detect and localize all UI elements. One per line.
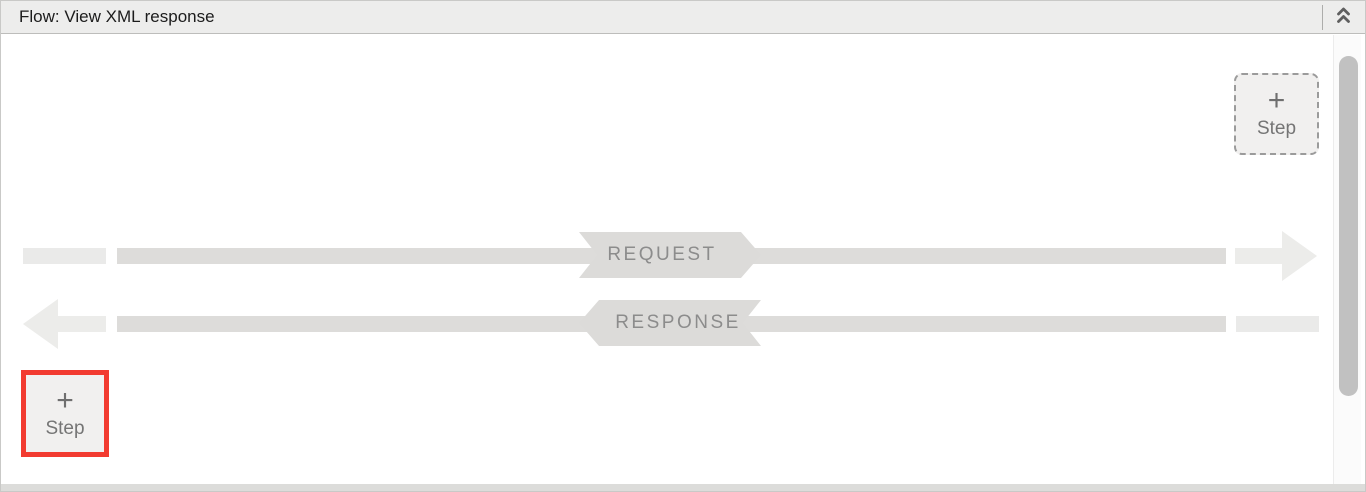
bottom-border-strip: [1, 484, 1365, 491]
plus-icon: +: [56, 383, 74, 417]
scrollbar-track[interactable]: [1333, 35, 1361, 486]
add-step-button-top[interactable]: + Step: [1234, 73, 1319, 155]
collapse-button[interactable]: [1329, 5, 1357, 30]
add-step-label: Step: [45, 417, 85, 439]
request-line-start-segment: [23, 248, 106, 264]
request-arrow-shaft: [1235, 248, 1287, 264]
panel-title: Flow: View XML response: [19, 7, 215, 26]
add-step-button-bottom[interactable]: + Step: [21, 370, 109, 457]
request-arrow-right-icon: [1282, 231, 1317, 281]
scrollbar-thumb[interactable]: [1339, 56, 1358, 396]
header-divider: [1322, 5, 1323, 30]
request-ribbon-badge: REQUEST: [579, 232, 761, 278]
response-ribbon-badge: RESPONSE: [579, 300, 761, 346]
plus-icon: +: [1267, 84, 1286, 117]
panel-header: Flow: View XML response: [1, 1, 1365, 34]
response-arrow-left-icon: [23, 299, 58, 349]
response-line-end-segment: [1236, 316, 1319, 332]
double-chevron-up-icon: [1335, 5, 1352, 30]
response-arrow-shaft: [54, 316, 106, 332]
add-step-label: Step: [1256, 118, 1297, 139]
